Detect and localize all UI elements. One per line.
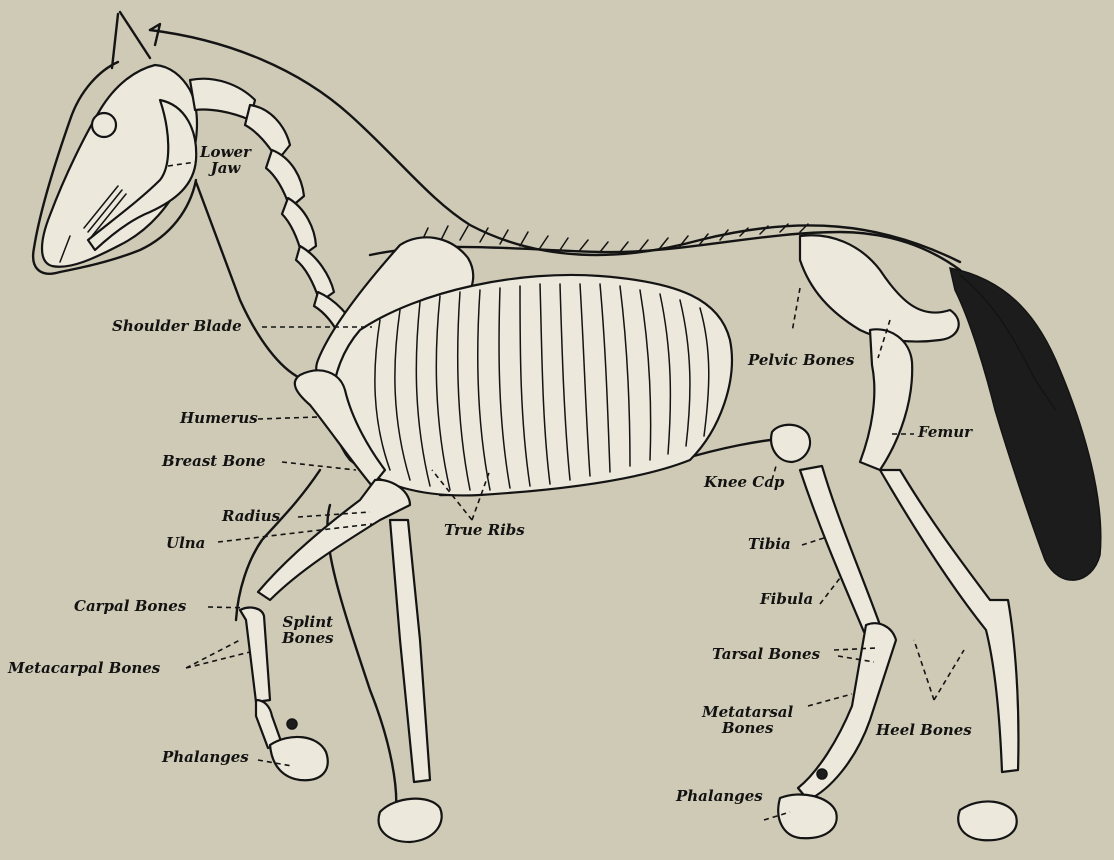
tail <box>950 268 1101 580</box>
hind-hoof <box>778 794 836 838</box>
label-breast-bone: Breast Bone <box>162 453 266 469</box>
knee-cap-bone <box>771 425 810 462</box>
label-phalanges-front: Phalanges <box>162 749 249 765</box>
label-metacarpal-bones: Metacarpal Bones <box>8 660 160 676</box>
label-fibula: Fibula <box>760 591 813 607</box>
front-hoof <box>270 737 328 780</box>
radius-bone <box>258 480 410 600</box>
label-splint-bones: Splint Bones <box>282 614 334 646</box>
label-ulna: Ulna <box>166 535 205 551</box>
label-heel-bones: Heel Bones <box>876 722 972 738</box>
label-pelvic-bones: Pelvic Bones <box>748 352 854 368</box>
left-foreleg <box>390 520 430 782</box>
label-radius: Radius <box>222 508 280 524</box>
label-true-ribs: True Ribs <box>444 522 525 538</box>
label-humerus: Humerus <box>180 410 258 426</box>
far-hind-hoof <box>958 801 1016 840</box>
label-tarsal-bones: Tarsal Bones <box>712 646 820 662</box>
label-carpal-bones: Carpal Bones <box>74 598 186 614</box>
label-knee-cap: Knee Cap <box>704 474 784 490</box>
label-shoulder-blade: Shoulder Blade <box>112 318 242 334</box>
ergot <box>817 769 827 779</box>
label-lower-jaw: Lower Jaw <box>200 144 251 176</box>
left-fore-hoof <box>379 799 442 842</box>
eye-socket <box>92 113 116 137</box>
neck-vertebrae <box>190 79 356 340</box>
ears <box>112 12 160 68</box>
femur-bone <box>860 329 912 470</box>
label-tibia: Tibia <box>748 536 791 552</box>
cannon-front <box>240 608 270 702</box>
label-metatarsal-bones: Metatarsal Bones <box>702 704 793 736</box>
label-femur: Femur <box>918 424 972 440</box>
label-phalanges-hind: Phalanges <box>676 788 763 804</box>
front-ergot <box>287 719 297 729</box>
